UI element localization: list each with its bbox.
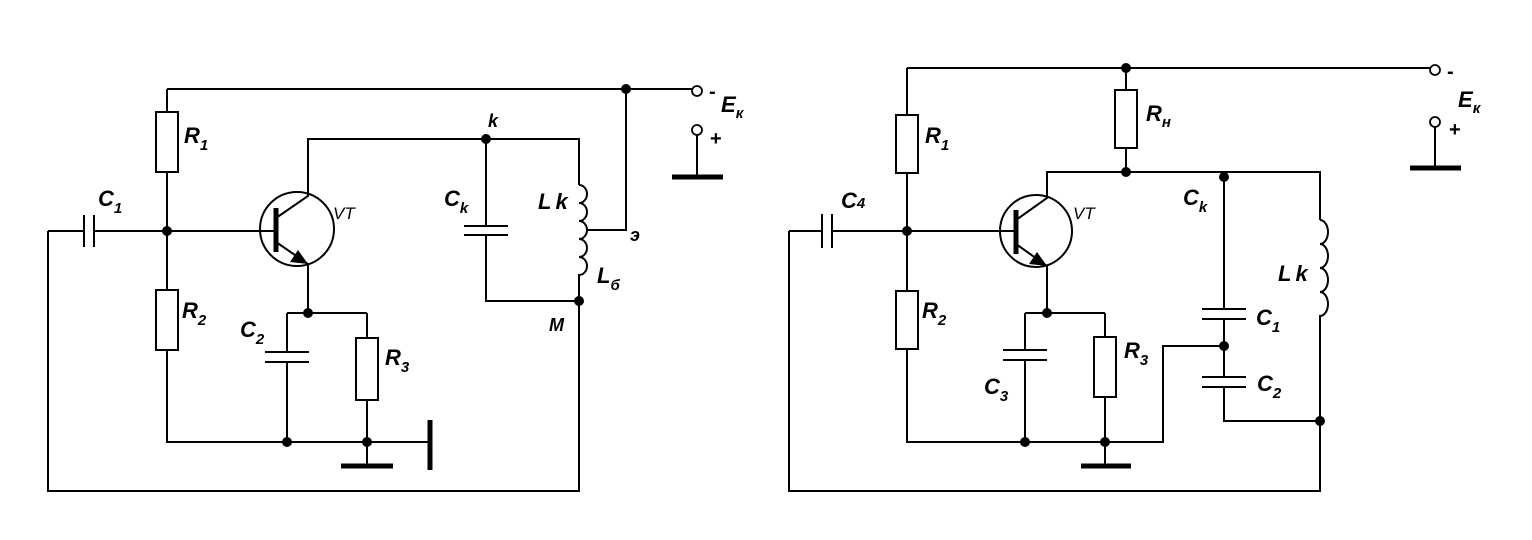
right-minus-terminal xyxy=(1429,64,1441,76)
right-c4-label: C4 xyxy=(841,188,866,213)
right-rn-resistor xyxy=(1114,89,1138,149)
left-vt-label: VT xyxy=(333,204,356,223)
left-lk-inductor xyxy=(578,184,588,301)
right-c2-label: C2 xyxy=(1257,371,1282,402)
right-ck-label: Ck xyxy=(1183,185,1208,216)
left-node-m-label: M xyxy=(549,315,565,335)
left-r2-label: R2 xyxy=(182,298,207,329)
left-transistor xyxy=(259,191,335,267)
right-r1-label: R1 xyxy=(925,123,949,154)
left-minus-sign: - xyxy=(709,81,716,103)
left-minus-terminal xyxy=(691,85,703,97)
right-plus-terminal xyxy=(1429,116,1441,128)
right-rn-label: Rн xyxy=(1146,101,1171,131)
right-c1-label: C1 xyxy=(1256,305,1280,336)
left-c1-label: C1 xyxy=(98,186,122,217)
left-node-k-label: k xyxy=(488,111,499,131)
right-c3-label: C3 xyxy=(984,374,1009,405)
left-r1-label: R1 xyxy=(184,123,208,154)
right-r2-label: R2 xyxy=(922,298,947,329)
left-lb-label: Lб xyxy=(597,263,620,294)
left-ck-label: Ck xyxy=(444,186,469,217)
left-c2-label: C2 xyxy=(240,317,265,348)
right-plus-sign: + xyxy=(1449,119,1461,141)
left-r3-label: R3 xyxy=(385,345,410,376)
right-r3-label: R3 xyxy=(1124,338,1149,369)
left-node-e-label: э xyxy=(630,225,640,245)
left-plus-terminal xyxy=(691,124,703,136)
left-r2-resistor xyxy=(155,289,179,351)
right-ek-label: Eк xyxy=(1458,87,1482,117)
right-vt-label: VT xyxy=(1073,204,1096,223)
left-r1-resistor xyxy=(155,111,179,173)
left-plus-sign: + xyxy=(710,128,722,150)
left-ek-label: Eк xyxy=(721,92,745,122)
left-r3-resistor xyxy=(355,337,379,401)
right-r2-resistor xyxy=(895,290,919,350)
right-lk-inductor xyxy=(788,219,1329,492)
right-minus-sign: - xyxy=(1447,61,1454,83)
right-r1-resistor xyxy=(895,114,919,174)
right-r3-resistor xyxy=(1093,336,1117,398)
